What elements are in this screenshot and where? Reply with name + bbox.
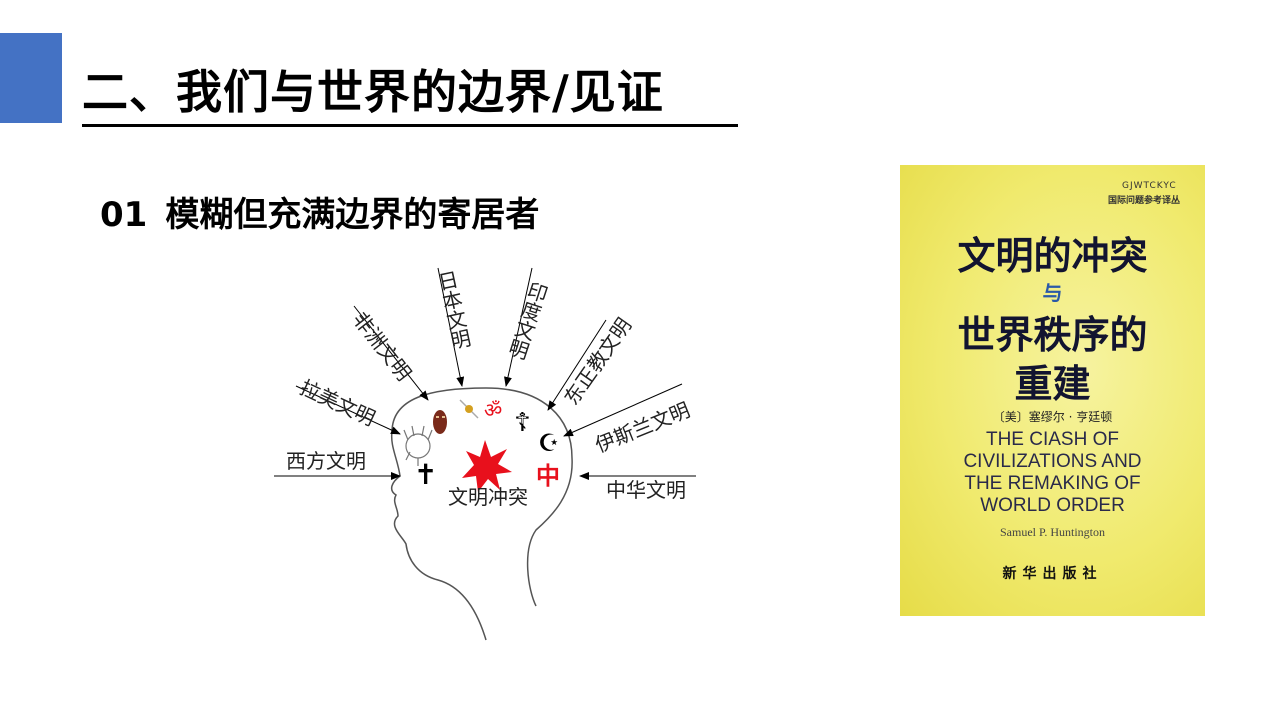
title-underline <box>82 124 738 127</box>
book-title-line2: 世界秩序的 <box>957 313 1148 357</box>
arrow-india <box>504 267 533 387</box>
slide-title: 二、我们与世界的边界/见证 <box>82 65 664 119</box>
orthodox-cross-icon: ☦ <box>514 408 531 438</box>
diagram-graphics <box>274 267 696 641</box>
african-mask-icon <box>433 410 447 434</box>
book-title-line3: 重建 <box>1014 362 1091 406</box>
cross-icon: ✝ <box>414 458 438 491</box>
book-author-en: Samuel P. Huntington <box>999 525 1105 539</box>
accent-bar <box>0 33 62 123</box>
book-title-en-line4: WORLD ORDER <box>980 495 1125 516</box>
center-clash-label: 文明冲突 <box>448 485 528 509</box>
section-subtitle: 01 模糊但充满边界的寄居者 <box>100 193 539 237</box>
section-subtitle-text: 模糊但充满边界的寄居者 <box>165 195 540 235</box>
book-series-cn: 国际问题参考译丛 <box>1108 196 1181 206</box>
feather-headdress-icon <box>403 425 433 466</box>
book-title-en: THE CIASH OF CIVILIZATIONS AND THE REMAK… <box>900 429 1205 517</box>
arrow-orthodox <box>547 319 607 411</box>
book-cover-image: GJWTCKYC 国际问题参考译丛 文明的冲突 与 世界秩序的 重建 〔美〕塞缪… <box>900 165 1205 616</box>
label-west: 西方文明 <box>286 449 366 473</box>
book-series-en: GJWTCKYC <box>1122 181 1177 191</box>
crescent-icon: ☪ <box>538 429 560 457</box>
book-title-en-line1: THE CIASH OF <box>985 429 1119 450</box>
book-publisher: 新华出版社 <box>1002 566 1103 582</box>
book-author-cn: 〔美〕塞缪尔 · 亨廷顿 <box>992 410 1113 424</box>
head-outline <box>390 387 573 641</box>
om-icon: ॐ <box>484 398 503 422</box>
book-title-line1: 文明的冲突 <box>957 234 1148 278</box>
book-title-en-line2: CIVILIZATIONS AND <box>963 451 1142 472</box>
arrow-islam <box>563 383 683 437</box>
section-number: 01 <box>100 195 148 235</box>
zhong-symbol-icon: 中 <box>536 462 560 490</box>
civilization-clash-diagram: 西方文明 拉美文明 非洲文明 日本文明 印度文明 东正教文明 伊斯兰文明 中华文… <box>260 250 720 650</box>
arrow-africa <box>353 305 429 401</box>
arrow-japan <box>437 267 465 387</box>
label-china: 中华文明 <box>606 478 686 502</box>
book-title-en-line3: THE REMAKING OF <box>964 473 1141 494</box>
arrow-latin <box>295 385 401 435</box>
clash-explosion <box>462 440 512 492</box>
book-title-yu: 与 <box>1042 281 1063 305</box>
japan-symbol-icon <box>459 399 479 419</box>
